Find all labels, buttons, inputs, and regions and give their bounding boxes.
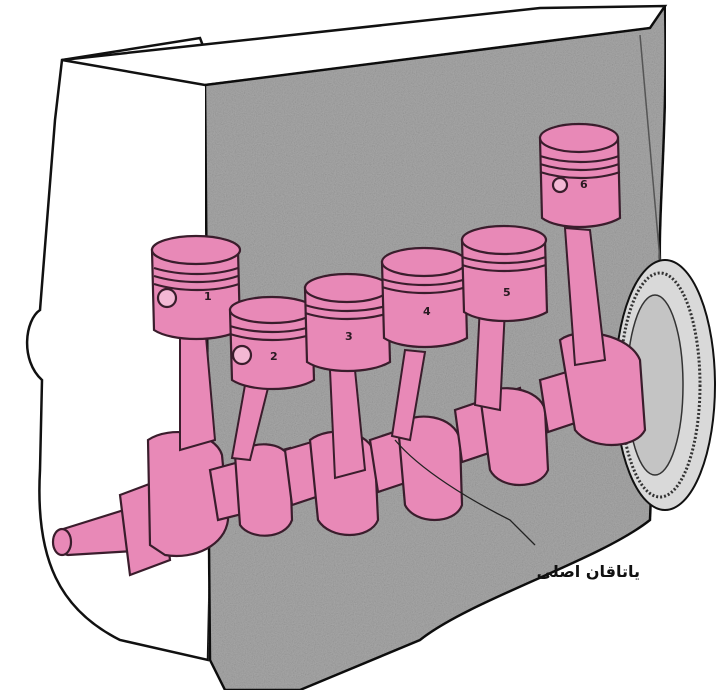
piston-6 [540,124,620,227]
piston-2 [230,297,314,389]
piston-3 [305,274,390,371]
piston-4-number: 4 [423,305,431,318]
piston-5 [462,226,547,321]
piston-4 [382,248,467,347]
piston-1 [152,236,240,339]
piston-5-number: 5 [503,286,511,299]
piston-2-number: 2 [270,350,278,363]
piston-3-number: 3 [345,330,353,343]
piston-6-number: 6 [580,178,588,191]
piston-1-number: 1 [204,290,212,303]
main-bearing-label: یاتاقان اصلی [537,562,640,581]
